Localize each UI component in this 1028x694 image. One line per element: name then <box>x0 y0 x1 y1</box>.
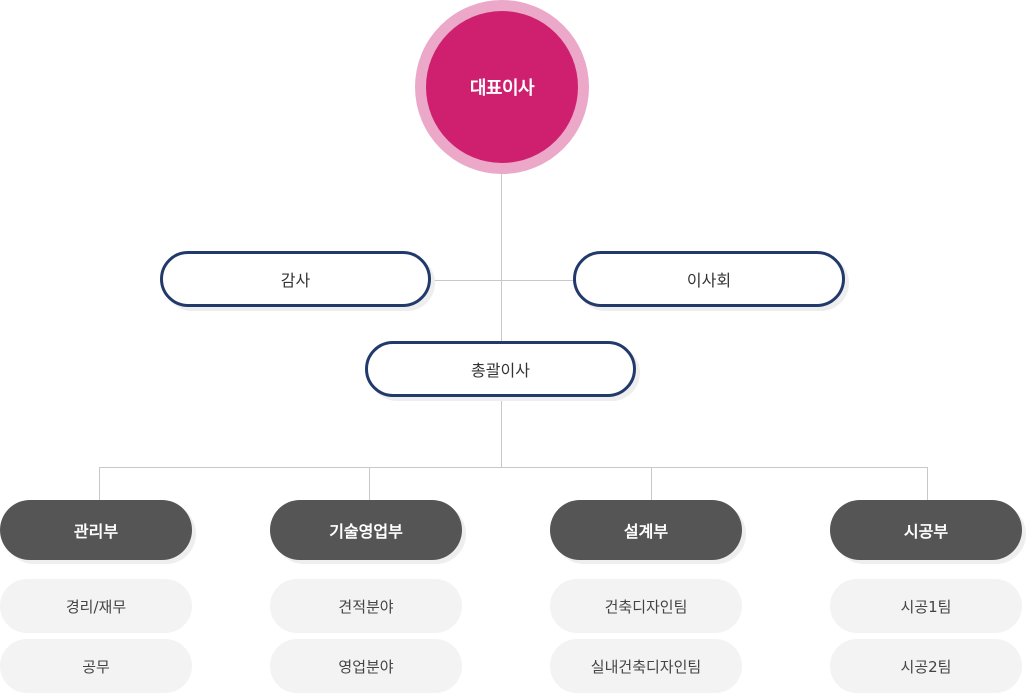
team-label: 영업분야 <box>338 657 394 676</box>
team-label: 건축디자인팀 <box>604 597 688 616</box>
department-technical-sales: 기술영업부 <box>270 500 462 560</box>
department-label: 관리부 <box>73 522 119 541</box>
department-label: 시공부 <box>903 522 949 541</box>
team-label: 시공1팀 <box>900 597 952 616</box>
department-construction: 시공부 <box>830 500 1022 560</box>
team-item: 공무 <box>0 639 192 693</box>
department-design: 설계부 <box>550 500 742 560</box>
ceo-label: 대표이사 <box>469 78 535 99</box>
team-item: 건축디자인팀 <box>550 579 742 633</box>
connector-departments-horizontal <box>99 467 928 468</box>
connector-general-director-down <box>501 398 502 468</box>
board-label: 이사회 <box>686 271 732 290</box>
connector-dept-4 <box>927 467 928 501</box>
team-item: 시공2팀 <box>830 639 1022 693</box>
team-label: 시공2팀 <box>900 657 952 676</box>
team-item: 견적분야 <box>270 579 462 633</box>
board-node: 이사회 <box>573 251 845 307</box>
department-label: 기술영업부 <box>329 522 403 541</box>
department-label: 설계부 <box>623 522 669 541</box>
audit-node: 감사 <box>160 251 431 307</box>
team-label: 실내건축디자인팀 <box>590 657 702 676</box>
department-management: 관리부 <box>0 500 192 560</box>
connector-dept-3 <box>651 467 652 501</box>
connector-audit-board <box>430 280 575 281</box>
connector-ceo-to-general-director <box>501 170 502 345</box>
audit-label: 감사 <box>280 271 311 290</box>
ceo-node: 대표이사 <box>426 11 578 163</box>
team-item: 경리/재무 <box>0 579 192 633</box>
team-item: 시공1팀 <box>830 579 1022 633</box>
general-director-label: 총괄이사 <box>471 361 530 380</box>
team-item: 영업분야 <box>270 639 462 693</box>
team-item: 실내건축디자인팀 <box>550 639 742 693</box>
general-director-node: 총괄이사 <box>365 341 636 397</box>
team-label: 견적분야 <box>338 597 394 616</box>
team-label: 경리/재무 <box>65 597 127 616</box>
connector-dept-2 <box>369 467 370 501</box>
connector-dept-1 <box>99 467 100 501</box>
team-label: 공무 <box>82 657 110 676</box>
